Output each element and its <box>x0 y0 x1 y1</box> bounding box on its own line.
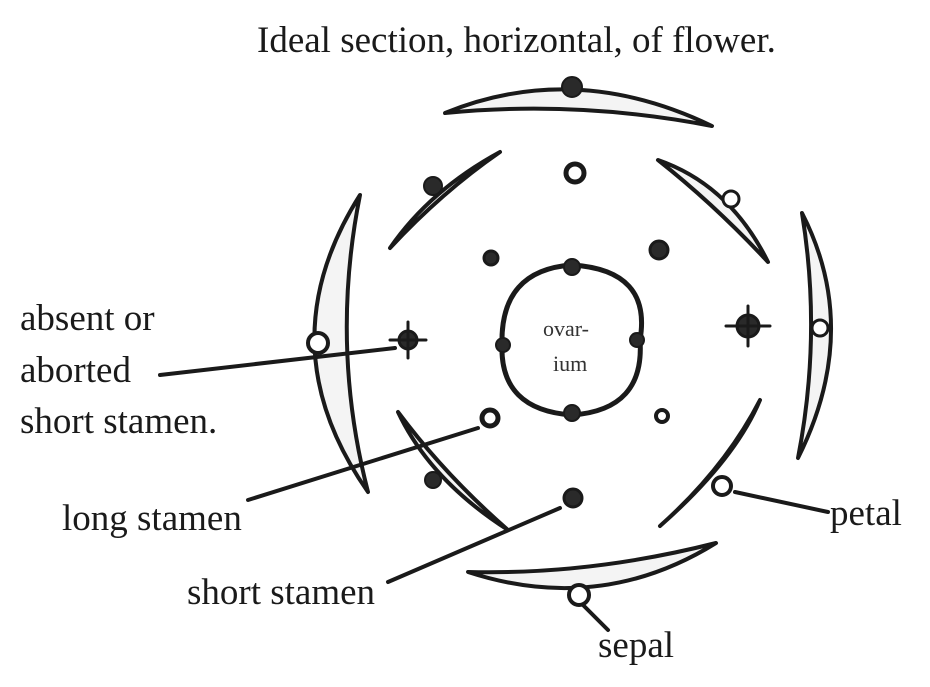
ovarium-label-line2: ium <box>553 351 588 376</box>
sepal-label: sepal <box>598 625 675 666</box>
leader-long-stamen <box>246 426 480 502</box>
absent-stamen-label-line3: short stamen. <box>20 401 218 442</box>
petal-top-right <box>656 158 770 264</box>
leader-short-stamen <box>386 506 562 584</box>
absent-stamen-left <box>388 320 428 360</box>
long-stamen-upper-left <box>482 249 500 267</box>
short-stamen-bottom <box>562 487 584 509</box>
ovarium-label-line1: ovar- <box>543 316 589 341</box>
leader-absent-stamen <box>158 346 397 377</box>
sepal-top <box>443 76 714 128</box>
long-stamen-lower-right <box>654 408 670 424</box>
petal-label: petal <box>830 493 902 534</box>
short-stamen-top <box>563 161 587 185</box>
ovarium <box>495 258 645 422</box>
absent-stamen-label-line2: aborted <box>20 350 131 391</box>
sepal-right <box>796 211 834 460</box>
leader-sepal <box>581 603 610 632</box>
short-stamen-label: short stamen <box>187 572 376 613</box>
petal-top-left <box>388 150 502 250</box>
sepal-bottom <box>466 541 718 607</box>
sepal-left <box>306 193 370 494</box>
diagram-title: Ideal section, horizontal, of flower. <box>257 20 776 61</box>
petal-bottom-left <box>396 410 510 532</box>
long-stamen-label: long stamen <box>62 498 242 539</box>
absent-stamen-label-line1: absent or <box>20 298 155 339</box>
long-stamen-lower-left <box>479 407 501 429</box>
leader-petal <box>733 490 830 514</box>
long-stamen-upper-right <box>648 239 670 261</box>
absent-stamen-right <box>724 304 772 348</box>
petal-bottom-right <box>658 398 762 528</box>
